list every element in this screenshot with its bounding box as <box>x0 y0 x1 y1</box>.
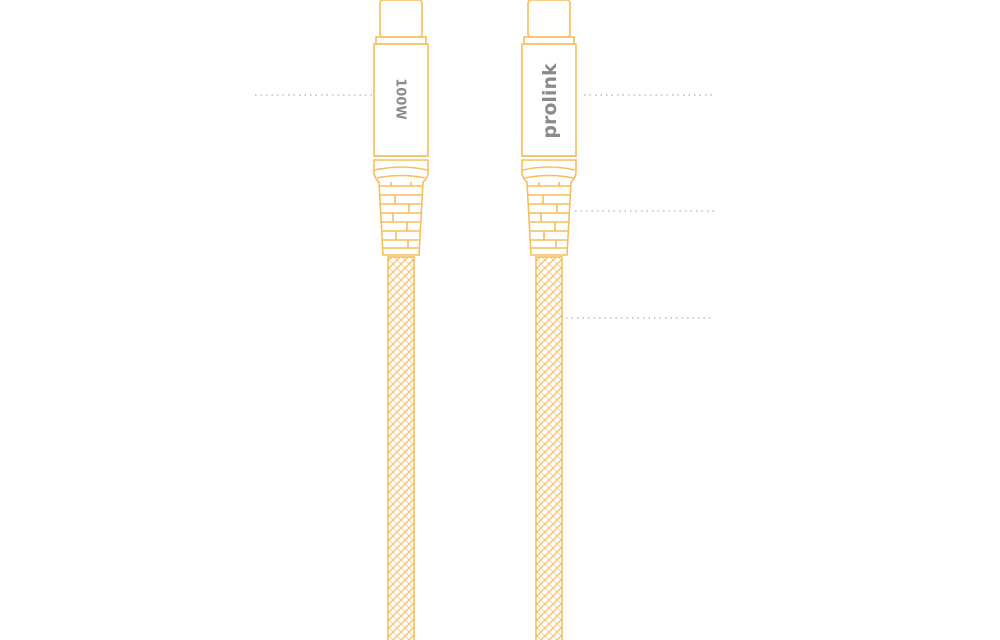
right-cable: prolink <box>521 0 577 640</box>
left-strain-relief-ribs <box>374 166 428 249</box>
right-connector-housing <box>521 43 577 157</box>
right-strain-relief-ribs <box>522 166 576 249</box>
left-connector-housing <box>373 43 429 157</box>
left-connector-tip <box>379 0 423 38</box>
right-braided-cable <box>535 256 563 640</box>
left-connector-collar <box>375 36 427 45</box>
right-connector-collar <box>523 36 575 45</box>
right-brand-logo: prolink <box>539 63 561 139</box>
left-connector-label: 100W <box>393 78 408 119</box>
right-connector-tip <box>527 0 571 38</box>
left-cable: 100W <box>373 0 429 640</box>
left-braided-cable <box>387 256 415 640</box>
